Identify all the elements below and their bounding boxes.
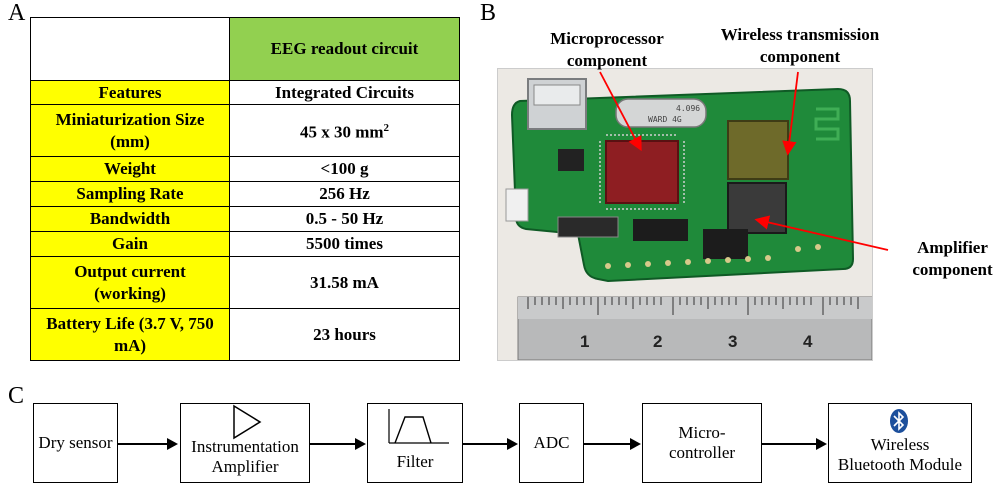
circuit-board-photo: 4.096 WARD 4G [497,68,873,361]
flow-arrow [463,438,518,450]
feature-text: Battery Life (3.7 V, 750 mA) [46,313,214,355]
feature-cell: Weight [30,156,230,182]
adc-block: ADC [519,403,584,483]
amplifier-line-1: Instrumentation [191,437,299,456]
table-row: Sampling Rate 256 Hz [30,181,460,207]
value-cell: 45 x 30 mm2 [229,104,460,157]
table-header-cell: EEG readout circuit [229,17,460,81]
feature-cell: Gain [30,231,230,257]
microprocessor-label: Microprocessor component [550,29,664,70]
circuit-board-illustration: 4.096 WARD 4G [498,69,872,360]
microprocessor-arrow [599,71,642,152]
crystal-text: 4.096 [676,104,700,113]
amplifier-arrow [754,215,889,251]
value-text: 45 x 30 mm [299,122,384,142]
mcu-line-2: controller [668,443,736,462]
feature-cell: Bandwidth [30,206,230,232]
spec-table: EEG readout circuit Features Integrated … [30,17,460,361]
table-row: Battery Life (3.7 V, 750 mA) 23 hours [30,308,460,361]
feature-cell: Features [30,80,230,105]
panel-letter-c: C [8,383,25,409]
flow-arrow [118,438,178,450]
value-cell: Integrated Circuits [229,80,460,105]
feature-cell: Output current (working) [30,256,230,309]
feature-text: Output current (working) [74,261,186,303]
amplifier-block: Instrumentation Amplifier [180,403,310,483]
table-row: Miniaturization Size (mm) 45 x 30 mm2 [30,104,460,157]
feature-cell: Battery Life (3.7 V, 750 mA) [30,308,230,361]
ruler-number-3: 3 [728,332,737,351]
flow-arrow [584,438,641,450]
table-corner-cell [30,17,230,81]
table-row: Bandwidth 0.5 - 50 Hz [30,206,460,232]
ruler-number-2: 2 [653,332,662,351]
mcu-line-1: Micro- [678,423,726,442]
ruler-number-1: 1 [580,332,589,351]
value-cell: 31.58 mA [229,256,460,309]
value-cell: 5500 times [229,231,460,257]
table-row: Output current (working) 31.58 mA [30,256,460,309]
feature-cell: Sampling Rate [30,181,230,207]
amplifier-label: Amplifier component [912,238,993,279]
bandpass-filter-icon [388,409,449,444]
bluetooth-icon [890,409,908,433]
flow-arrow [310,438,366,450]
table-header-row: EEG readout circuit [30,17,460,81]
flow-arrow [762,438,827,450]
amplifier-triangle-icon [233,404,262,440]
value-cell: 23 hours [229,308,460,361]
crystal-text-2: WARD 4G [648,115,682,124]
feature-cell: Miniaturization Size (mm) [30,104,230,157]
table-row: Weight <100 g [30,156,460,182]
microcontroller-block: Micro- controller [642,403,762,483]
panel-letter-b: B [480,0,497,26]
value-cell: <100 g [229,156,460,182]
superscript: 2 [383,122,390,135]
table-row: Gain 5500 times [30,231,460,257]
bt-line-2: Bluetooth Module [837,455,963,474]
panel-letter-a: A [8,0,26,26]
bt-line-1: Wireless [870,435,930,454]
dry-sensor-block: Dry sensor [33,403,118,483]
wireless-arrow [782,71,799,156]
amplifier-line-2: Amplifier [211,457,279,476]
table-row: Features Integrated Circuits [30,80,460,105]
wireless-label: Wireless transmission component [720,25,880,66]
ruler-number-4: 4 [803,332,813,351]
feature-text: Miniaturization Size (mm) [55,109,205,151]
value-cell: 256 Hz [229,181,460,207]
